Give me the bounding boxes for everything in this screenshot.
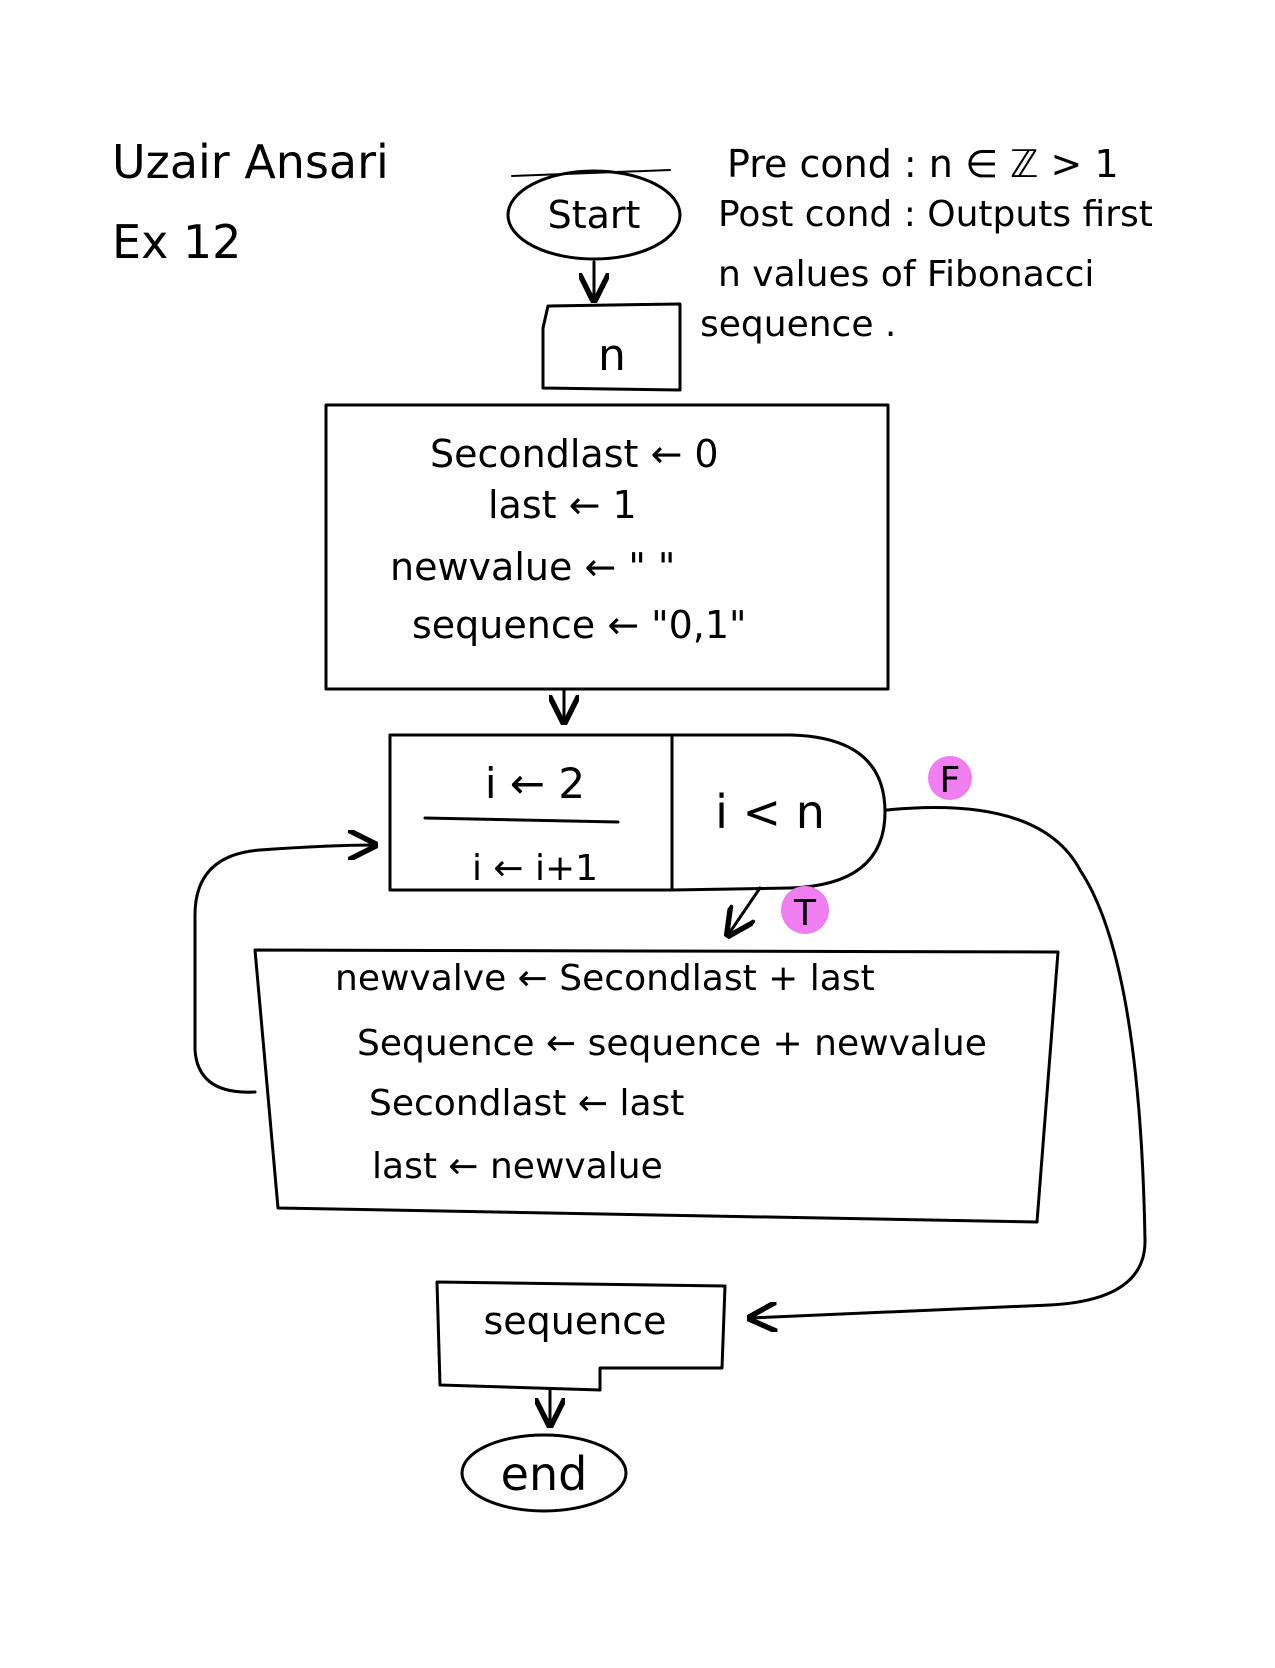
- input-label: n: [598, 330, 626, 381]
- start-terminator: [506, 169, 682, 261]
- end-terminator: [460, 1433, 628, 1513]
- loop-step-label: i ← i+1: [472, 848, 598, 889]
- true-label: T: [793, 893, 817, 934]
- loop-condition-shape: [670, 733, 887, 892]
- postcondition-line-2: n values of Fibonacci: [718, 254, 1094, 295]
- precondition: Pre cond : n ∈ ℤ > 1: [727, 142, 1119, 186]
- body-line-1: newvalve ← Secondlast + last: [335, 958, 875, 999]
- body-line-4: last ← newvalue: [372, 1146, 663, 1187]
- init-process-box: [324, 403, 890, 691]
- init-line-2: last ← 1: [488, 483, 637, 527]
- loop-condition-label: i < n: [715, 785, 825, 839]
- init-line-3: newvalue ← " ": [390, 545, 675, 589]
- init-line-1: Secondlast ← 0: [430, 432, 719, 476]
- input-box: [541, 302, 682, 392]
- loop-divider: [423, 816, 620, 824]
- body-line-3: Secondlast ← last: [369, 1083, 684, 1124]
- exercise-label: Ex 12: [112, 215, 241, 269]
- false-label: F: [940, 760, 961, 801]
- arrow-true-to-body: [728, 886, 762, 935]
- start-overline: [511, 169, 671, 177]
- output-label: sequence: [483, 1299, 666, 1343]
- body-process-box: [253, 948, 1060, 1224]
- postcondition-line-1: Post cond : Outputs first: [718, 194, 1153, 235]
- postcondition-line-3: sequence .: [700, 304, 896, 345]
- arrow-loop-back: [193, 845, 375, 1094]
- body-line-2: Sequence ← sequence + newvalue: [357, 1023, 987, 1064]
- end-label: end: [501, 1447, 588, 1501]
- loop-init-label: i ← 2: [485, 759, 585, 808]
- start-label: Start: [548, 193, 641, 237]
- false-highlight: [928, 756, 972, 800]
- arrow-false-to-output: [750, 806, 1147, 1319]
- init-line-4: sequence ← "0,1": [412, 603, 747, 647]
- true-highlight: [781, 886, 829, 934]
- output-box: [435, 1280, 727, 1392]
- author-name: Uzair Ansari: [112, 135, 389, 189]
